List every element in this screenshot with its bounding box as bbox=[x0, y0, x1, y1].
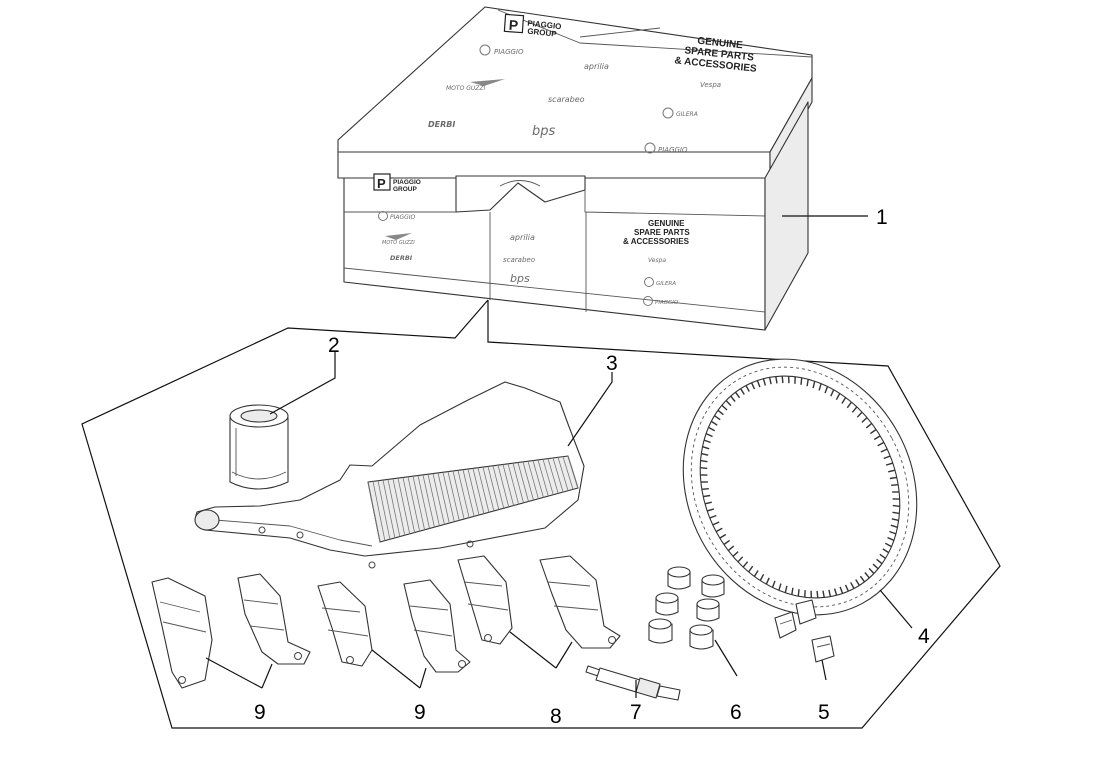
variator-rollers bbox=[648, 566, 725, 650]
callout-7: 7 bbox=[630, 701, 642, 724]
brand-top-piaggio: PIAGGIO bbox=[494, 48, 524, 56]
spare-parts-box: P PIAGGIO GROUP GENUINE SPARE PARTS & AC… bbox=[337, 6, 813, 331]
brand-top-gilera: GILERA bbox=[676, 111, 698, 118]
logo-line1-top: PIAGGIO bbox=[527, 19, 562, 32]
logo-line2-front: GROUP bbox=[393, 186, 418, 193]
genuine-line1-front: GENUINE bbox=[648, 219, 685, 228]
callout-9-left: 9 bbox=[254, 701, 266, 724]
genuine-line2-front: SPARE PARTS bbox=[634, 228, 690, 237]
logo-letter-top: P bbox=[508, 17, 518, 34]
brand-front-bps: bps bbox=[510, 272, 530, 285]
callout-6: 6 bbox=[730, 701, 742, 724]
brake-pad bbox=[539, 555, 621, 649]
brand-front-piaggio-2: PIAGGIO bbox=[655, 300, 679, 306]
brand-top-moto-guzzi: MOTO GUZZI bbox=[446, 85, 485, 92]
brand-front-vespa: Vespa bbox=[648, 257, 666, 264]
callout-5: 5 bbox=[818, 701, 830, 724]
brand-front-gilera: GILERA bbox=[656, 281, 676, 287]
brand-top-derbi: DERBI bbox=[428, 120, 455, 129]
roller bbox=[701, 574, 725, 598]
roller bbox=[689, 624, 714, 650]
brand-front-aprilia: aprilia bbox=[510, 233, 535, 242]
logo-letter-front: P bbox=[377, 176, 386, 191]
callout-2: 2 bbox=[328, 334, 340, 357]
drive-belt-teeth bbox=[700, 376, 900, 598]
brake-pad bbox=[403, 579, 471, 673]
air-filter-element bbox=[367, 455, 579, 543]
callout-8: 8 bbox=[550, 705, 562, 728]
brand-top-vespa: Vespa bbox=[700, 81, 721, 89]
roller bbox=[667, 566, 691, 590]
roller bbox=[655, 592, 679, 616]
oil-filter bbox=[229, 404, 289, 490]
roller bbox=[648, 618, 673, 644]
spark-plug bbox=[585, 665, 681, 701]
callout-3: 3 bbox=[606, 352, 618, 375]
brand-front-derbi: DERBI bbox=[390, 254, 413, 262]
brand-front-moto-guzzi: MOTO GUZZI bbox=[382, 240, 415, 246]
brake-pad bbox=[151, 577, 213, 689]
callout-9-right: 9 bbox=[414, 701, 426, 724]
drive-belt bbox=[682, 358, 918, 616]
brand-top-bps: bps bbox=[532, 124, 556, 139]
brand-top-piaggio-2: PIAGGIO bbox=[658, 146, 688, 154]
callout-leaders bbox=[205, 215, 913, 698]
roller bbox=[696, 598, 720, 622]
kit-outline bbox=[81, 299, 1001, 729]
brake-pads bbox=[151, 555, 621, 689]
piaggio-group-logo-top bbox=[503, 13, 525, 34]
brand-front-piaggio: PIAGGIO bbox=[390, 214, 416, 221]
callout-1: 1 bbox=[876, 206, 888, 229]
genuine-line3-front: & ACCESSORIES bbox=[623, 237, 690, 246]
genuine-line1-top: GENUINE bbox=[697, 36, 744, 52]
logo-line1-front: PIAGGIO bbox=[393, 179, 421, 186]
brand-top-scarabeo: scarabeo bbox=[548, 95, 585, 104]
brake-pad bbox=[457, 555, 513, 645]
brake-pad bbox=[237, 573, 311, 665]
callout-4: 4 bbox=[918, 625, 930, 648]
piaggio-group-logo-front bbox=[373, 173, 391, 191]
logo-line2-top: GROUP bbox=[527, 27, 558, 39]
brand-top-aprilia: aprilia bbox=[584, 62, 609, 71]
brand-front-scarabeo: scarabeo bbox=[503, 256, 535, 264]
brake-pad bbox=[317, 581, 373, 667]
sliders bbox=[774, 599, 835, 663]
